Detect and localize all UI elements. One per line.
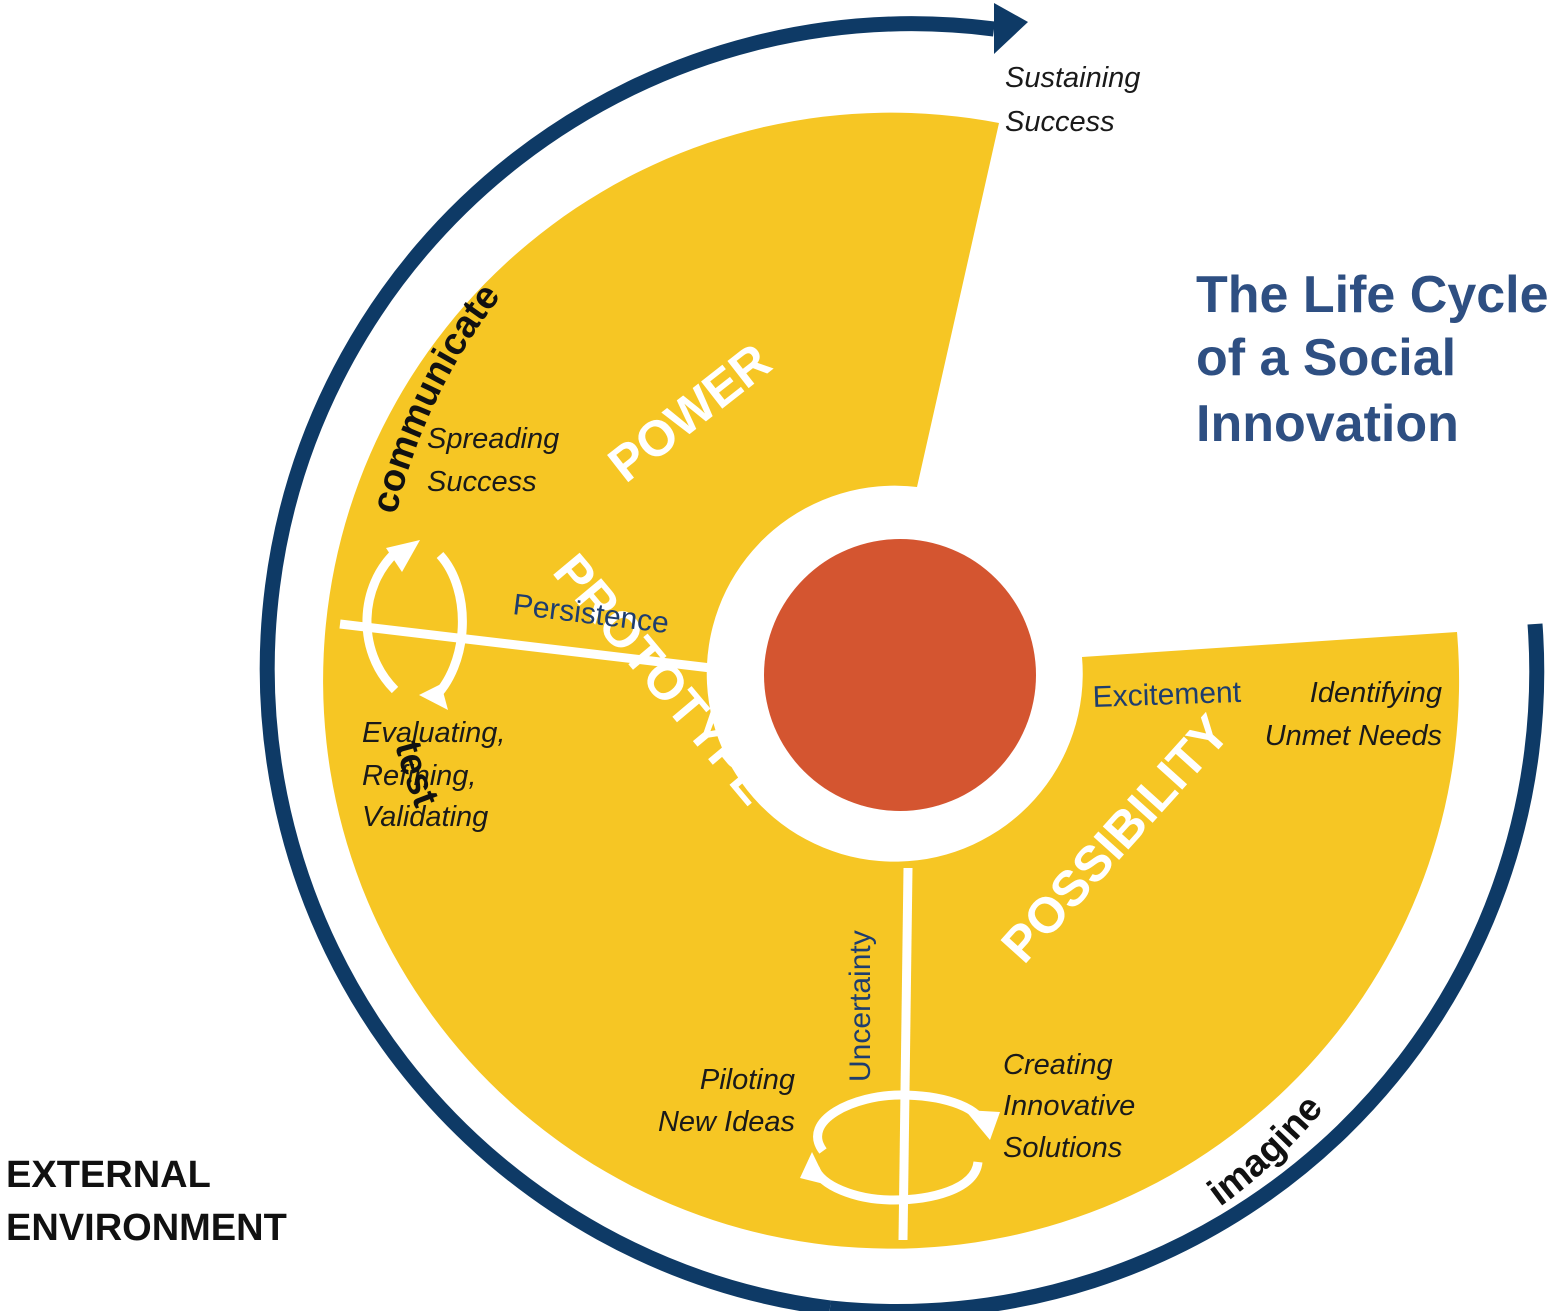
outer-ring-arc xyxy=(259,16,995,1311)
center-circle xyxy=(764,539,1036,811)
divider-uncertainty xyxy=(898,867,913,1241)
ring-arrowhead-icon xyxy=(994,3,1028,54)
stage-spreading-line1: Spreading xyxy=(427,423,559,455)
title-line3: Innovation xyxy=(1196,395,1459,453)
outer-ring-arc-right xyxy=(829,623,1545,1311)
stage-piloting-line1: Piloting xyxy=(700,1064,795,1096)
divider-persistence xyxy=(339,619,712,673)
stage-evaluating-line3: Validating xyxy=(362,801,488,833)
stage-identifying-line2: Unmet Needs xyxy=(1265,720,1442,752)
stage-evaluating-line2: Refining, xyxy=(362,760,476,792)
emotion-uncertainty: Uncertainty xyxy=(844,930,877,1082)
external-environment-line2: ENVIRONMENT xyxy=(6,1207,287,1249)
stage-creating-line1: Creating xyxy=(1003,1049,1113,1081)
yellow-sector xyxy=(323,112,1460,1249)
external-environment-line1: EXTERNAL xyxy=(6,1154,211,1196)
stage-sustaining-line1: Sustaining xyxy=(1005,62,1140,94)
vertical-cycle-arrows-icon xyxy=(362,540,467,710)
stage-evaluating-line1: Evaluating, xyxy=(362,717,506,749)
stage-piloting-line2: New Ideas xyxy=(658,1106,795,1138)
stage-creating-line2: Innovative xyxy=(1003,1090,1135,1122)
stage-identifying-line1: Identifying xyxy=(1310,677,1442,709)
emotion-excitement: Excitement xyxy=(1092,676,1242,714)
stage-spreading-line2: Success xyxy=(427,466,537,498)
stage-creating-line3: Solutions xyxy=(1003,1132,1122,1164)
horizontal-cycle-arrows-icon xyxy=(800,1090,1000,1205)
stage-sustaining-line2: Success xyxy=(1005,106,1115,138)
title-line2: of a Social xyxy=(1196,329,1456,387)
title-line1: The Life Cycle xyxy=(1196,266,1549,324)
